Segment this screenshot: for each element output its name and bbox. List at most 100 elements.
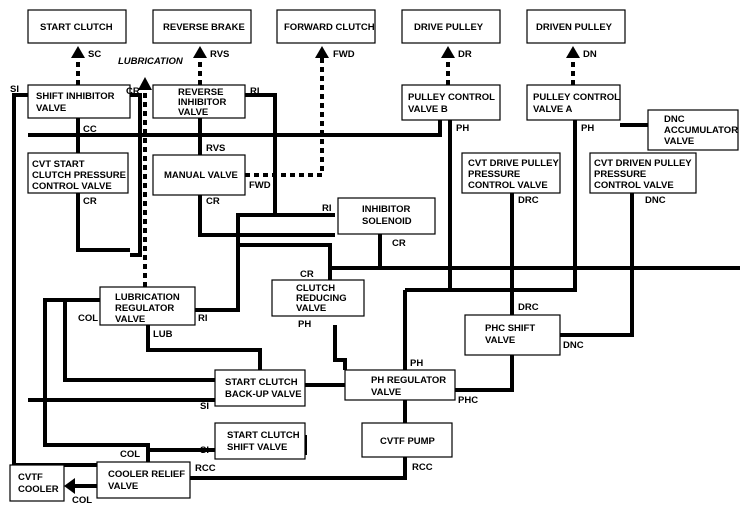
- svg-text:SOLENOID: SOLENOID: [362, 216, 412, 227]
- label-ph-regulator: PH: [410, 358, 423, 369]
- line-ri-lube: [195, 213, 275, 312]
- lubrication-regulator-valve-box: LUBRICATION REGULATOR VALVE: [99, 286, 196, 326]
- label-dn: DN: [583, 49, 597, 60]
- label-rcc-pump: RCC: [412, 462, 433, 473]
- start-clutch-box: START CLUTCH: [27, 9, 127, 44]
- label-si-shift: SI: [200, 445, 209, 456]
- dnc-accumulator-valve-box: DNC ACCUMULATOR VALVE: [647, 109, 739, 151]
- line-cr-start: [76, 175, 130, 252]
- svg-text:INHIBITOR: INHIBITOR: [178, 97, 227, 108]
- svg-text:START CLUTCH: START CLUTCH: [40, 22, 113, 33]
- svg-text:VALVE B: VALVE B: [408, 104, 448, 115]
- svg-text:START CLUTCH: START CLUTCH: [225, 377, 298, 388]
- label-lub: LUB: [153, 329, 173, 340]
- svg-text:PHC SHIFT: PHC SHIFT: [485, 323, 535, 334]
- cvt-driven-pulley-pressure-control-valve-box: CVT DRIVEN PULLEY PRESSURE CONTROL VALVE: [589, 152, 697, 194]
- cvtf-pump-box: CVTF PUMP: [361, 422, 453, 458]
- line-dnc: [560, 190, 634, 337]
- svg-text:VALVE: VALVE: [371, 387, 401, 398]
- svg-text:ACCUMULATOR: ACCUMULATOR: [664, 125, 738, 136]
- arrow-rvs: [193, 46, 207, 58]
- label-cr-manual: CR: [206, 196, 220, 207]
- cooler-relief-valve-box: COOLER RELIEF VALVE: [96, 461, 191, 499]
- svg-text:BACK-UP VALVE: BACK-UP VALVE: [225, 389, 302, 400]
- label-cr-solenoid: CR: [392, 238, 406, 249]
- svg-text:START CLUTCH: START CLUTCH: [227, 430, 300, 441]
- line-ri: [245, 93, 335, 217]
- start-clutch-backup-valve-box: START CLUTCH BACK-UP VALVE: [214, 369, 306, 407]
- svg-text:CONTROL VALVE: CONTROL VALVE: [594, 180, 674, 191]
- svg-text:SHIFT INHIBITOR: SHIFT INHIBITOR: [36, 91, 115, 102]
- svg-text:REVERSE: REVERSE: [178, 87, 223, 98]
- manual-valve-box: MANUAL VALVE: [152, 154, 246, 196]
- signal-arrows: [64, 46, 580, 494]
- label-ri-lube: RI: [198, 313, 208, 324]
- phc-shift-valve-box: PHC SHIFT VALVE: [464, 314, 561, 356]
- label-lubrication: LUBRICATION: [118, 56, 184, 67]
- svg-text:DRIVEN PULLEY: DRIVEN PULLEY: [536, 22, 613, 33]
- cvt-start-clutch-pressure-control-valve-box: CVT START CLUTCH PRESSURE CONTROL VALVE: [27, 152, 129, 194]
- arrow-col: [64, 478, 75, 494]
- svg-text:DRIVE PULLEY: DRIVE PULLEY: [414, 22, 484, 33]
- arrow-lubrication: [138, 77, 152, 90]
- drive-pulley-box: DRIVE PULLEY: [401, 9, 501, 44]
- svg-text:INHIBITOR: INHIBITOR: [362, 204, 411, 215]
- label-dnc: DNC: [645, 195, 666, 206]
- label-dr: DR: [458, 49, 472, 60]
- svg-text:SHIFT VALVE: SHIFT VALVE: [227, 442, 287, 453]
- line-cr-left: [130, 93, 142, 257]
- label-col-arrow: COL: [72, 495, 92, 506]
- svg-text:CVT START: CVT START: [32, 159, 85, 170]
- label-dnc-phc: DNC: [563, 340, 584, 351]
- line-si: [12, 93, 100, 467]
- svg-text:CVT DRIVE PULLEY: CVT DRIVE PULLEY: [468, 158, 559, 169]
- svg-text:REVERSE BRAKE: REVERSE BRAKE: [163, 22, 245, 33]
- label-col-lube: COL: [78, 313, 98, 324]
- svg-text:CONTROL VALVE: CONTROL VALVE: [468, 180, 548, 191]
- svg-text:PULLEY CONTROL: PULLEY CONTROL: [533, 92, 620, 103]
- line-cr-manual: [198, 195, 335, 237]
- clutch-reducing-valve-box: CLUTCH REDUCING VALVE: [271, 279, 365, 317]
- svg-text:FORWARD CLUTCH: FORWARD CLUTCH: [284, 22, 375, 33]
- label-rvs-top: RVS: [210, 49, 229, 60]
- label-si-backup: SI: [200, 401, 209, 412]
- shift-inhibitor-valve-box: SHIFT INHIBITOR VALVE: [27, 84, 131, 119]
- start-clutch-shift-valve-box: START CLUTCH SHIFT VALVE: [214, 422, 306, 460]
- label-sc: SC: [88, 49, 101, 60]
- label-phc: PHC: [458, 395, 478, 406]
- arrow-fwd: [315, 46, 329, 58]
- line-lub: [146, 325, 262, 370]
- line-phc: [455, 355, 514, 392]
- svg-text:VALVE: VALVE: [178, 107, 208, 118]
- arrow-dr: [441, 46, 455, 58]
- dash-fwd: [245, 58, 324, 177]
- svg-text:DNC: DNC: [664, 114, 685, 125]
- svg-text:CLUTCH: CLUTCH: [296, 283, 335, 294]
- pulley-control-valve-a-box: PULLEY CONTROL VALVE A: [526, 84, 621, 121]
- line-backup-left: [63, 300, 215, 382]
- svg-text:VALVE: VALVE: [485, 335, 515, 346]
- svg-text:PULLEY CONTROL: PULLEY CONTROL: [408, 92, 495, 103]
- svg-text:VALVE: VALVE: [108, 481, 138, 492]
- svg-text:VALVE: VALVE: [36, 103, 66, 114]
- reverse-brake-box: REVERSE BRAKE: [152, 9, 252, 44]
- svg-text:VALVE A: VALVE A: [533, 104, 573, 115]
- svg-text:CVTF: CVTF: [18, 472, 43, 483]
- label-col-cooler: COL: [120, 449, 140, 460]
- svg-text:PRESSURE: PRESSURE: [594, 169, 646, 180]
- line-rcc: [190, 457, 407, 480]
- label-ph-a: PH: [581, 123, 594, 134]
- label-cr-cvt-start: CR: [83, 196, 97, 207]
- svg-text:CONTROL VALVE: CONTROL VALVE: [32, 181, 112, 192]
- svg-text:VALVE: VALVE: [296, 303, 326, 314]
- label-si-left: SI: [10, 84, 19, 95]
- svg-text:PH REGULATOR: PH REGULATOR: [371, 375, 446, 386]
- label-ph-clutch: PH: [298, 319, 311, 330]
- driven-pulley-box: DRIVEN PULLEY: [526, 9, 626, 44]
- cvt-drive-pulley-pressure-control-valve-box: CVT DRIVE PULLEY PRESSURE CONTROL VALVE: [461, 152, 561, 194]
- pulley-control-valve-b-box: PULLEY CONTROL VALVE B: [401, 84, 501, 121]
- line-ph-clutch: [333, 325, 347, 370]
- svg-text:VALVE: VALVE: [664, 136, 694, 147]
- svg-text:CVTF PUMP: CVTF PUMP: [380, 436, 436, 447]
